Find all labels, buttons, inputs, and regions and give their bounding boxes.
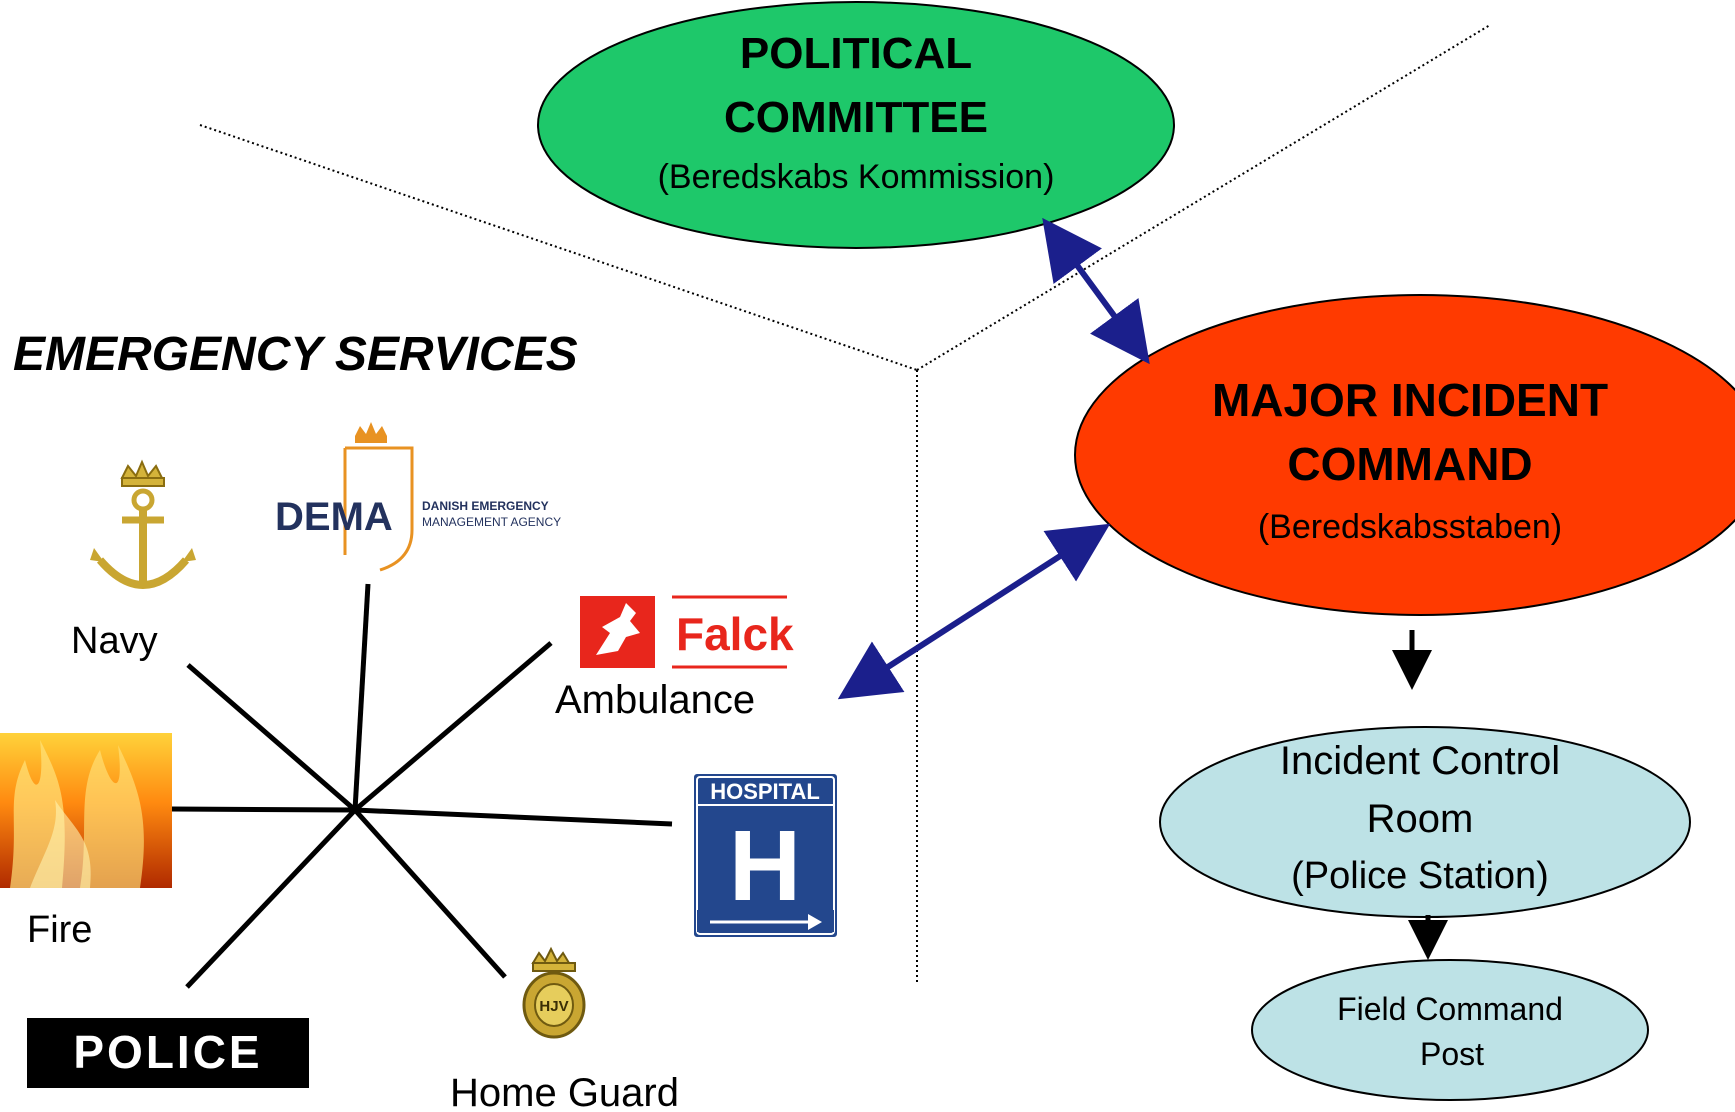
dema-mark-text: DEMA bbox=[275, 495, 393, 539]
incident-control-room-node: Incident Control Room (Police Station) bbox=[1159, 726, 1691, 918]
arrow-command-services bbox=[837, 523, 1111, 700]
field-command-post-ellipse bbox=[1251, 959, 1649, 1101]
political-committee-node: POLITICAL COMMITTEE (Beredskabs Kommissi… bbox=[537, 1, 1175, 249]
major-incident-command-line2: COMMAND bbox=[1287, 438, 1532, 490]
connector-fire bbox=[171, 806, 356, 813]
field-command-post-line2: Post bbox=[1420, 1036, 1484, 1072]
incident-control-room-line1: Incident Control bbox=[1280, 739, 1560, 783]
hospital-label: HOSPITAL bbox=[710, 779, 820, 804]
anchor-icon bbox=[90, 459, 196, 589]
incident-control-room-line3: (Police Station) bbox=[1291, 855, 1549, 897]
falck-wordmark: Falck bbox=[676, 608, 794, 660]
hospital-sign: HOSPITAL H bbox=[692, 772, 839, 939]
incident-control-room-line2: Room bbox=[1367, 797, 1474, 841]
major-incident-command-line1: MAJOR INCIDENT bbox=[1212, 374, 1608, 426]
home-guard-badge: HJV bbox=[522, 946, 586, 1039]
dema-agency-line2: MANAGEMENT AGENCY bbox=[422, 515, 561, 529]
political-committee-line2: COMMITTEE bbox=[724, 93, 988, 142]
divider-left bbox=[199, 124, 918, 371]
dema-agency-line1: DANISH EMERGENCY bbox=[422, 499, 549, 513]
coordination-arrows bbox=[837, 217, 1150, 700]
connector-ambulance bbox=[353, 641, 553, 812]
home-guard-badge-text: HJV bbox=[539, 998, 568, 1015]
political-committee-line1: POLITICAL bbox=[740, 29, 972, 78]
police-logo: POLICE bbox=[27, 1018, 309, 1088]
divider-right bbox=[916, 24, 1491, 371]
field-command-post-line1: Field Command bbox=[1337, 991, 1563, 1027]
major-incident-command-ellipse bbox=[1074, 294, 1735, 616]
arrow-committee-command bbox=[1042, 217, 1150, 365]
connector-homeguard bbox=[353, 808, 507, 979]
emergency-services-title: EMERGENCY SERVICES bbox=[13, 328, 578, 381]
connector-hospital bbox=[354, 807, 673, 827]
major-incident-command-node: MAJOR INCIDENT COMMAND (Beredskabsstaben… bbox=[1074, 294, 1735, 616]
connector-navy bbox=[186, 663, 357, 812]
field-command-post-node: Field Command Post bbox=[1251, 959, 1649, 1101]
services-connectors bbox=[171, 583, 673, 989]
dema-logo: DEMA DANISH EMERGENCY MANAGEMENT AGENCY bbox=[275, 422, 561, 572]
political-committee-ellipse bbox=[537, 1, 1175, 249]
police-wordmark: POLICE bbox=[73, 1026, 262, 1078]
falck-logo: Falck bbox=[580, 595, 794, 669]
divider-lines bbox=[199, 24, 1491, 985]
hospital-letter: H bbox=[729, 810, 801, 922]
connector-police bbox=[185, 808, 357, 989]
incident-control-room-ellipse bbox=[1159, 726, 1691, 918]
connector-dema bbox=[352, 583, 371, 811]
hierarchy-arrows bbox=[1392, 630, 1448, 960]
navy-label: Navy bbox=[71, 620, 158, 662]
fire-image bbox=[0, 733, 172, 888]
ambulance-label: Ambulance bbox=[555, 678, 755, 722]
political-committee-subtitle: (Beredskabs Kommission) bbox=[658, 158, 1055, 196]
fire-label: Fire bbox=[27, 909, 92, 951]
major-incident-command-subtitle: (Beredskabsstaben) bbox=[1258, 508, 1562, 546]
home-guard-label: Home Guard bbox=[450, 1071, 679, 1112]
